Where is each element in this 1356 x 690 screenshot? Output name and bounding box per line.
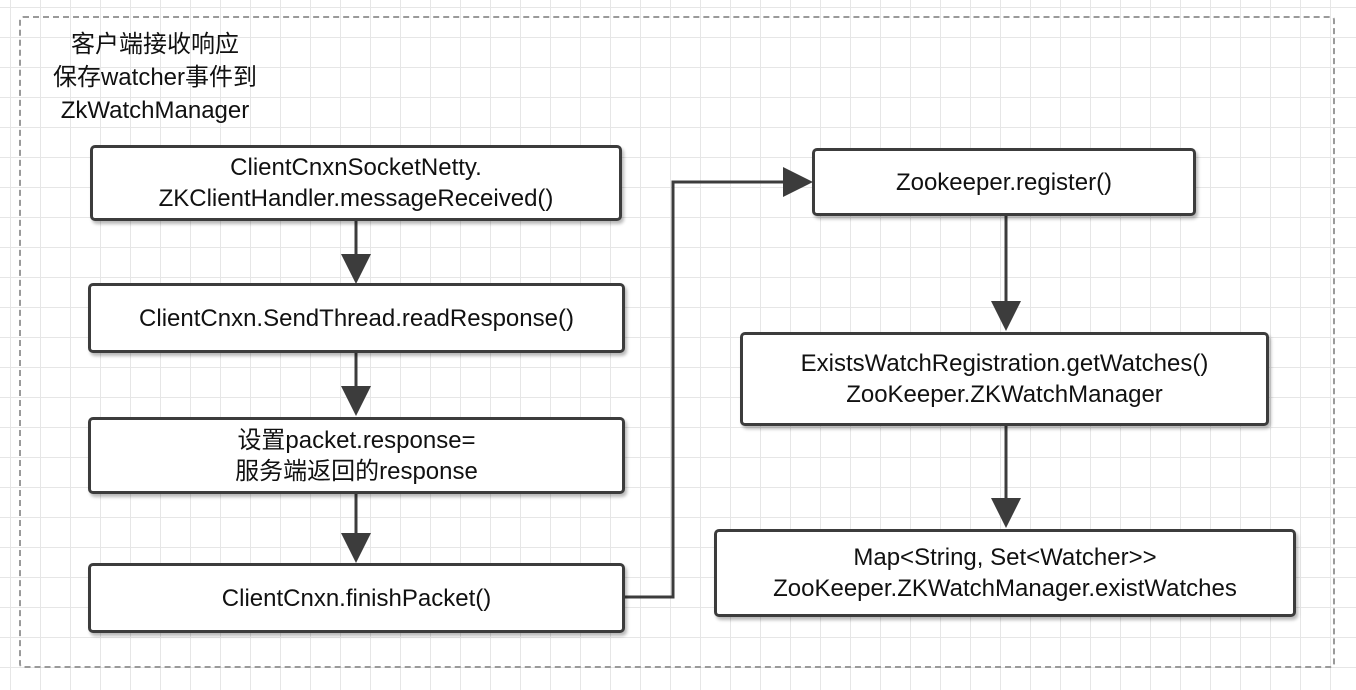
- node-label-line: ClientCnxn.finishPacket(): [221, 584, 492, 612]
- node-label-line: ZooKeeper.ZKWatchManager.existWatches: [773, 575, 1237, 602]
- node-netty-handler[interactable]: ClientCnxnSocketNetty. ZKClientHandler.m…: [90, 145, 622, 221]
- node-read-response[interactable]: ClientCnxn.SendThread.readResponse(): [88, 283, 625, 353]
- node-label-line: Zookeeper.register(): [895, 168, 1113, 196]
- edge-finishpacket-to-register: [625, 167, 813, 599]
- node-label-line: ClientCnxnSocketNetty.: [230, 154, 482, 181]
- node-finish-packet[interactable]: ClientCnxn.finishPacket(): [88, 563, 625, 633]
- node-label-line: ExistsWatchRegistration.getWatches(): [800, 350, 1209, 377]
- group-title-line: 保存watcher事件到: [52, 64, 258, 91]
- node-register[interactable]: Zookeeper.register(): [812, 148, 1196, 216]
- node-label-line: ZooKeeper.ZKWatchManager: [846, 381, 1163, 408]
- node-label-line: 设置packet.response=: [237, 426, 476, 454]
- node-get-watches[interactable]: ExistsWatchRegistration.getWatches() Zoo…: [740, 332, 1269, 426]
- group-title-line: 客户端接收响应: [71, 31, 239, 58]
- node-label-line: 服务端返回的response: [235, 457, 478, 485]
- node-label-line: Map<String, Set<Watcher>>: [853, 544, 1157, 571]
- node-label-line: ClientCnxn.SendThread.readResponse(): [139, 304, 574, 332]
- group-title-line: ZkWatchManager: [60, 97, 250, 124]
- node-set-response[interactable]: 设置packet.response= 服务端返回的response: [88, 417, 625, 494]
- node-label-line: ZKClientHandler.messageReceived(): [158, 185, 554, 212]
- group-frame: [19, 16, 1335, 668]
- group-title: 客户端接收响应 保存watcher事件到 ZkWatchManager: [30, 28, 280, 127]
- node-exist-watches[interactable]: Map<String, Set<Watcher>> ZooKeeper.ZKWa…: [714, 529, 1296, 617]
